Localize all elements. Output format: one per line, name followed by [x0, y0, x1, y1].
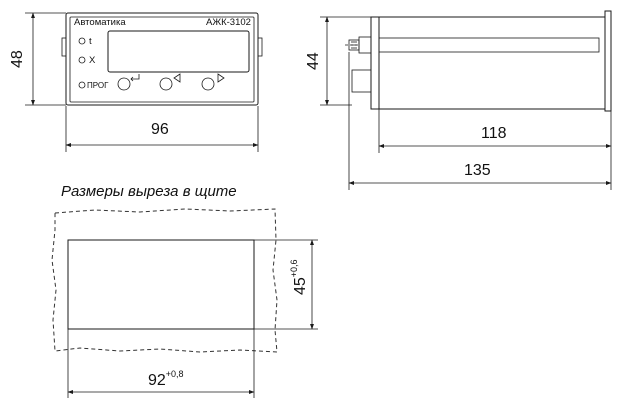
- cutout-width-value: 92: [148, 372, 166, 389]
- height-label-48: 48: [9, 50, 26, 68]
- cutout-width-tolerance: +0,8: [166, 369, 184, 379]
- led-t-icon: [78, 37, 86, 45]
- led-x-icon: [78, 56, 86, 64]
- cutout-caption: Размеры выреза в щите: [61, 183, 237, 200]
- side-view: 44 118 135: [305, 10, 612, 190]
- model-label: АЖК-3102: [206, 17, 251, 28]
- led-x-label: X: [89, 55, 96, 66]
- cutout-width-label: 92+0,8: [148, 369, 184, 389]
- prog-label: ПРОГ: [87, 81, 109, 90]
- rear-plate: [604, 10, 612, 112]
- front-panel-outer: [65, 12, 259, 106]
- side-bezel: [370, 16, 380, 110]
- brand-label: Автоматика: [74, 17, 126, 28]
- right-button[interactable]: [201, 73, 225, 91]
- depth-label-118: 118: [481, 125, 507, 142]
- led-prog-icon: [78, 81, 86, 89]
- mount-rod: [378, 37, 600, 53]
- mount-clip-left: [61, 37, 67, 57]
- cutout-rect: [67, 239, 255, 330]
- front-panel-inner: [69, 16, 255, 103]
- enter-button[interactable]: [117, 74, 140, 91]
- side-housing: [378, 16, 606, 110]
- mount-clip-right: [257, 37, 263, 57]
- left-button[interactable]: [159, 73, 181, 91]
- height-label-44: 44: [305, 52, 322, 70]
- total-label-135: 135: [464, 162, 491, 179]
- width-label-96: 96: [151, 121, 169, 138]
- mount-screw: [358, 36, 372, 54]
- enter-arrow-icon: [130, 74, 140, 82]
- triangle-right-icon: [217, 73, 225, 83]
- display-window: [107, 30, 250, 73]
- side-connector: [351, 69, 372, 93]
- triangle-left-icon: [173, 73, 181, 83]
- cutout-height-value: 45: [292, 277, 309, 295]
- panel-boundary: [51, 208, 278, 353]
- cutout-view: Размеры выреза в щите 92+0,8 45+0,6: [51, 183, 318, 398]
- led-t-label: t: [89, 36, 92, 47]
- cutout-height-label: 45+0,6: [289, 259, 309, 295]
- cutout-height-tolerance: +0,6: [289, 259, 299, 277]
- front-view: Автоматика АЖК-3102 t X ПРОГ 96: [9, 12, 263, 152]
